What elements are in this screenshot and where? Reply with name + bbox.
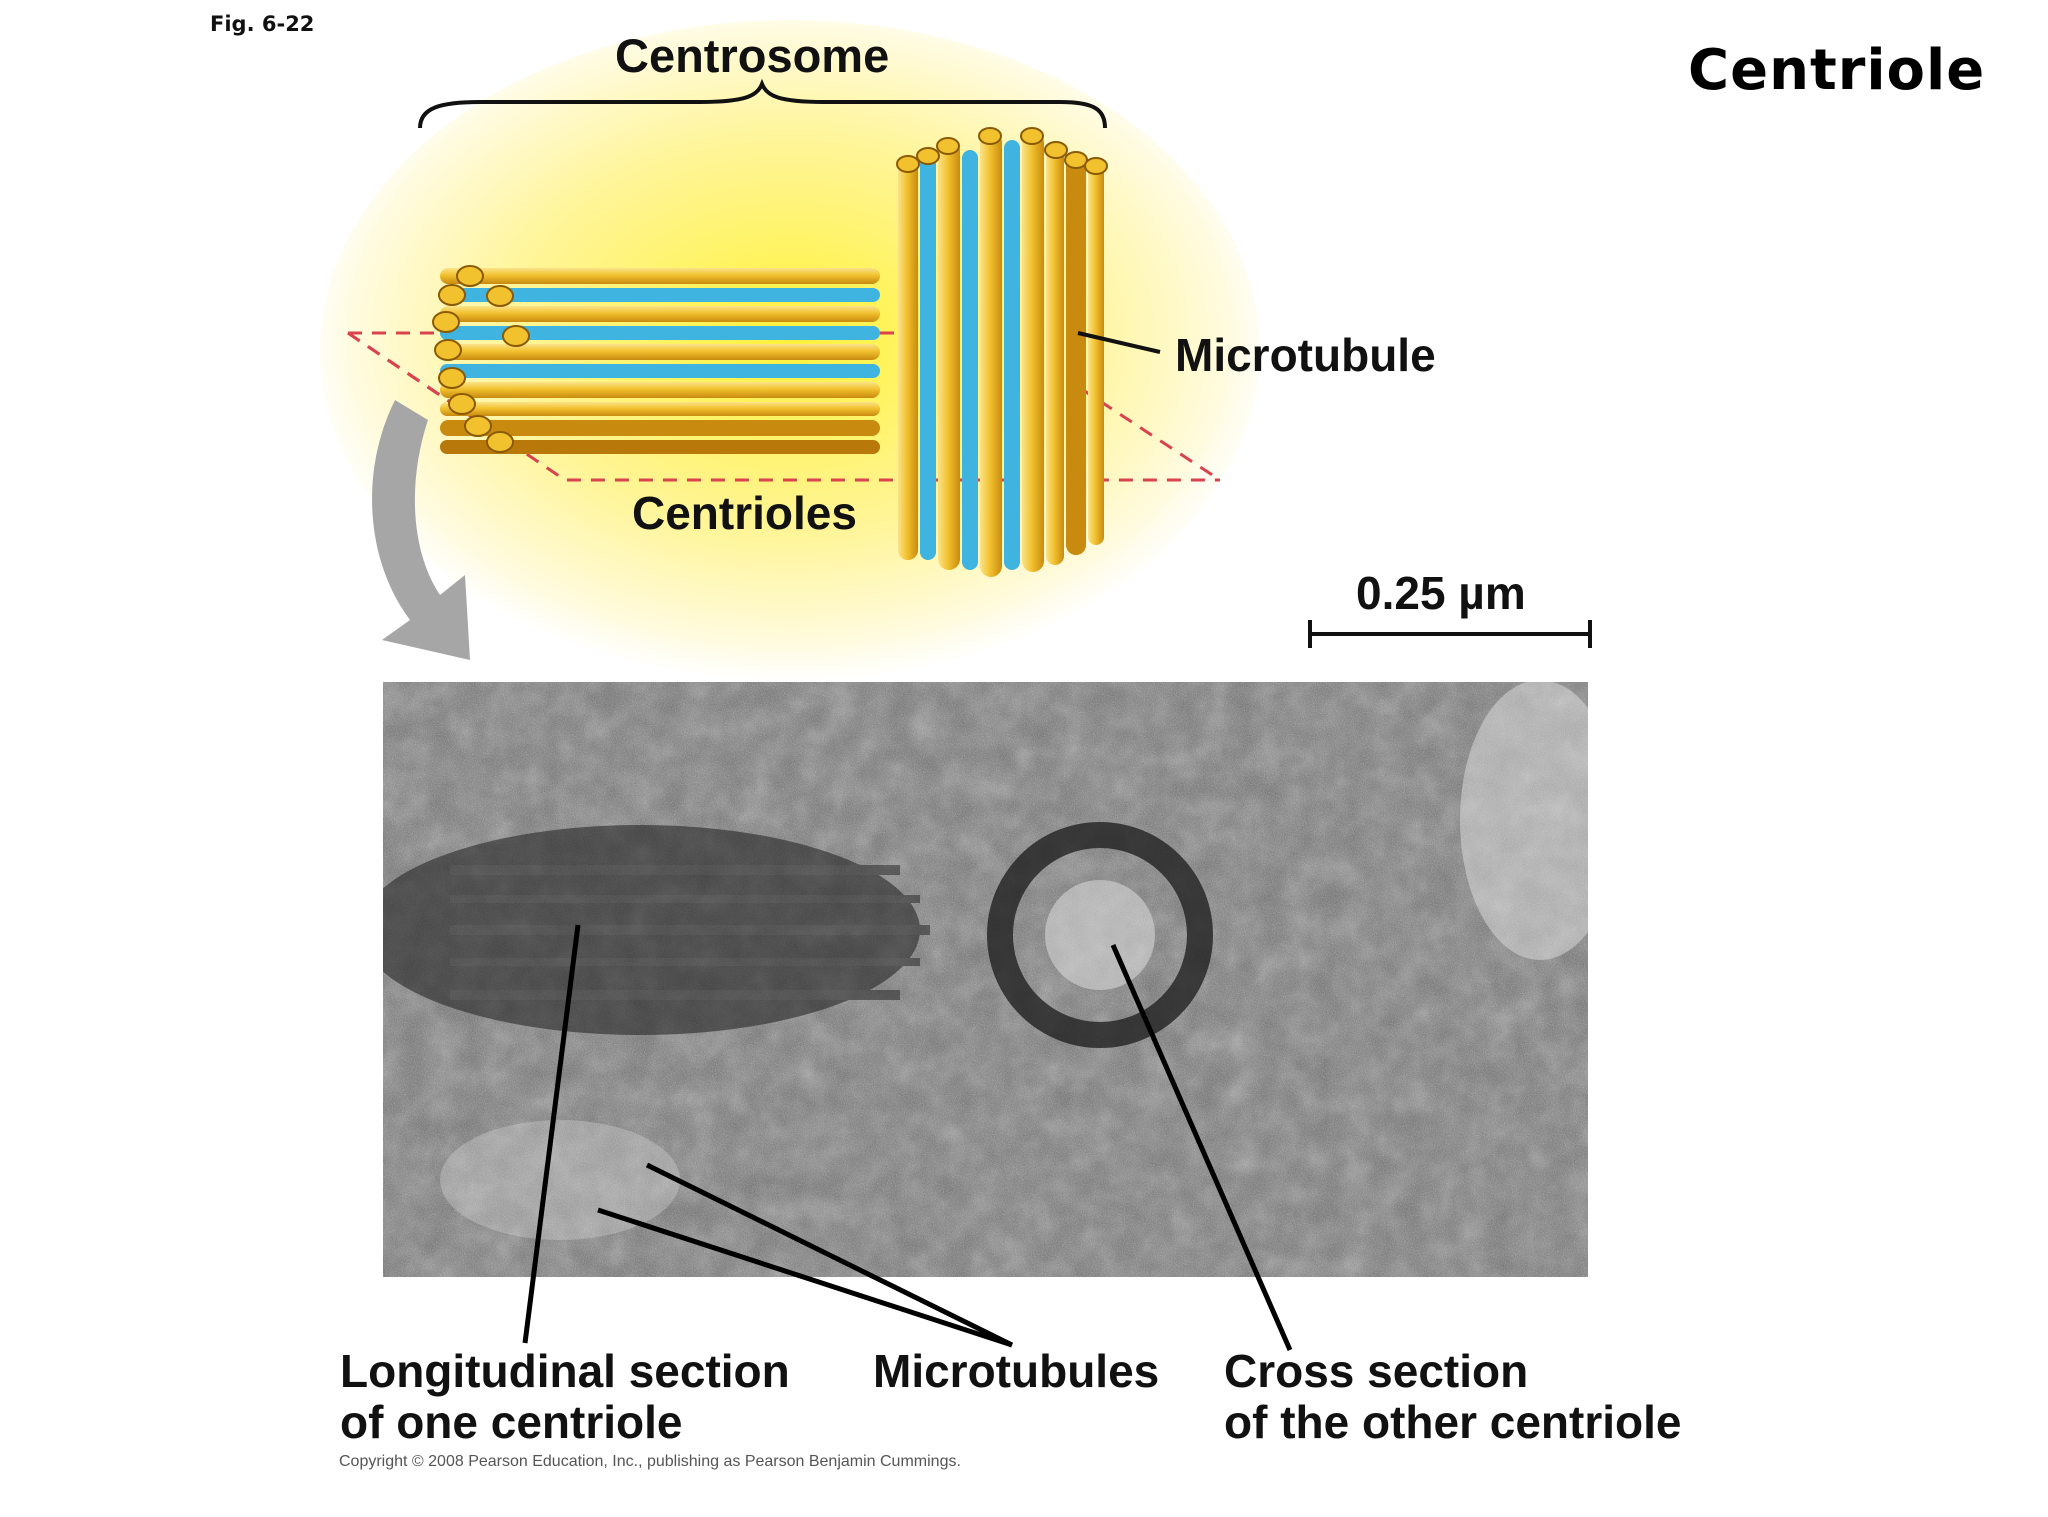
horizontal-centriole [432,265,880,454]
section-plane-front [347,331,900,397]
longitudinal-section-label: Longitudinal section of one centriole [340,1346,790,1447]
label-pointers [522,924,1293,1352]
centrosome-brace [418,78,1107,129]
scale-bar [1308,620,1592,648]
centrioles-label: Centrioles [632,487,857,539]
curved-arrow [372,400,470,660]
longitudinal-line-1: Longitudinal section [340,1345,790,1397]
longitudinal-line-2: of one centriole [340,1395,683,1448]
slide-title: Centriole [1688,38,1986,103]
cross-section-label: Cross section of the other centriole [1224,1346,1681,1447]
copyright-notice: Copyright © 2008 Pearson Education, Inc.… [339,1453,961,1470]
microtubules-label: Microtubules [873,1345,1160,1397]
microtubule-label: Microtubule [1175,329,1436,381]
cross-section-line-2: of the other centriole [1224,1395,1682,1448]
centrosome-label: Centrosome [615,29,890,82]
vertical-centriole [896,127,1108,577]
figure-number: Fig. 6-22 [210,12,315,36]
scale-bar-label: 0.25 µm [1356,567,1526,619]
electron-micrograph [383,682,1588,1277]
microtubule-pointer [1077,331,1161,354]
cross-section-line-1: Cross section [1224,1345,1529,1397]
